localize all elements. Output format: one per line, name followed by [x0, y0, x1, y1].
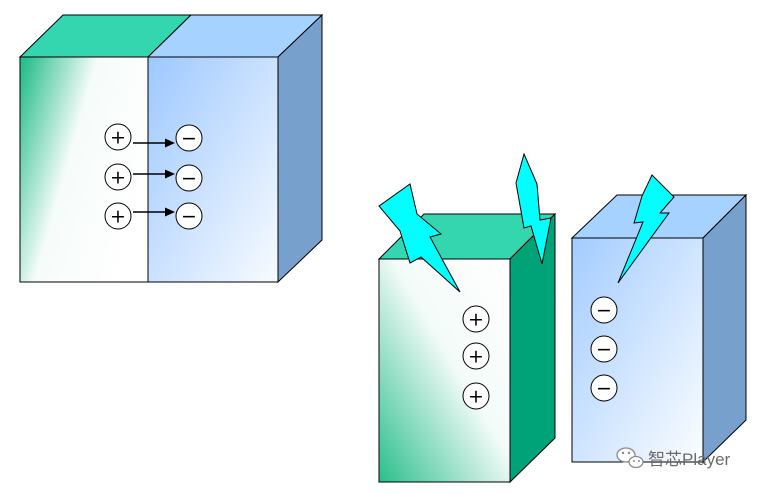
n-region-side-face — [277, 13, 323, 284]
arrow-right-icon — [133, 207, 175, 217]
p-block-side-face — [509, 212, 556, 484]
svg-text:+: + — [468, 386, 484, 408]
pn-junction-cube: + + + − − — [18, 13, 324, 284]
watermark-text: 智芯Player — [648, 450, 731, 469]
wechat-icon — [616, 447, 644, 469]
p-type-block: + + + — [377, 212, 557, 484]
n-block-negative-charge: − — [590, 374, 618, 402]
lightning-bolt-icon — [617, 174, 675, 284]
watermark: 智芯Player — [616, 447, 731, 469]
junction-negative-charge: − — [175, 202, 203, 230]
svg-text:−: − — [596, 300, 612, 322]
lightning-bolt-icon — [378, 183, 461, 293]
svg-text:−: − — [181, 128, 197, 150]
svg-text:−: − — [181, 206, 197, 228]
n-type-block: − − − — [570, 193, 748, 464]
p-block-positive-charge: + — [462, 305, 490, 333]
p-block-positive-charge: + — [462, 342, 490, 370]
svg-text:−: − — [596, 339, 612, 361]
lightning-bolt-icon — [515, 152, 552, 265]
arrow-right-icon — [133, 169, 175, 179]
junction-positive-charge: + — [104, 202, 132, 230]
junction-positive-charge: + — [104, 123, 132, 151]
n-block-negative-charge: − — [590, 296, 618, 324]
svg-text:+: + — [110, 206, 126, 228]
n-block-side-face — [702, 193, 747, 464]
junction-positive-charge: + — [104, 163, 132, 191]
svg-text:+: + — [468, 309, 484, 331]
svg-text:+: + — [110, 167, 126, 189]
svg-text:+: + — [468, 346, 484, 368]
arrow-right-icon — [133, 138, 175, 148]
p-block-front-face — [378, 258, 511, 483]
junction-negative-charge: − — [175, 164, 203, 192]
svg-text:+: + — [110, 127, 126, 149]
n-region-front-face — [147, 56, 279, 283]
svg-text:−: − — [596, 378, 612, 400]
p-block-positive-charge: + — [462, 382, 490, 410]
junction-negative-charge: − — [175, 124, 203, 152]
svg-text:−: − — [181, 168, 197, 190]
n-block-negative-charge: − — [590, 335, 618, 363]
